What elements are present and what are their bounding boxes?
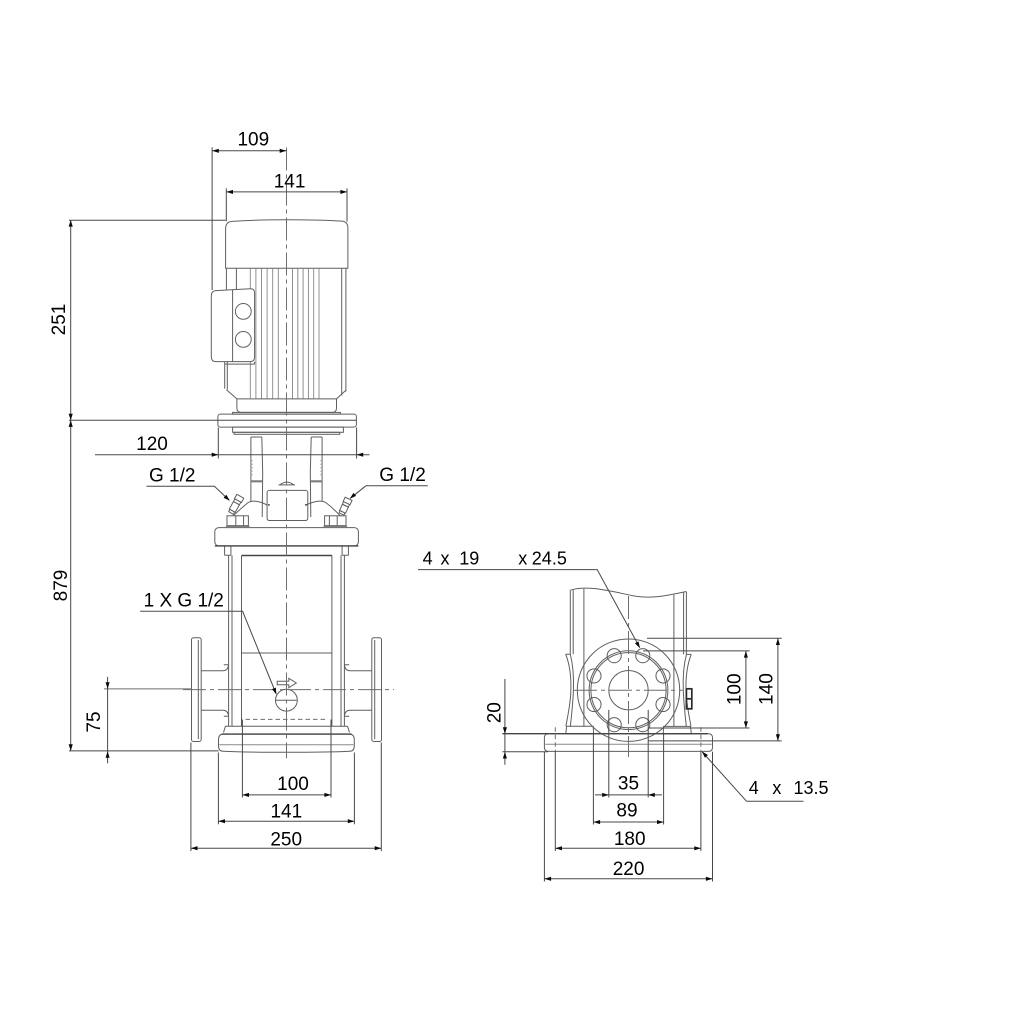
svg-text:4: 4 bbox=[749, 778, 759, 798]
svg-text:75: 75 bbox=[84, 711, 105, 732]
svg-text:x: x bbox=[772, 778, 781, 798]
svg-text:100: 100 bbox=[277, 774, 309, 795]
svg-text:250: 250 bbox=[270, 830, 302, 851]
svg-text:x: x bbox=[518, 548, 527, 568]
svg-text:141: 141 bbox=[270, 802, 302, 823]
svg-text:120: 120 bbox=[136, 434, 168, 455]
svg-text:13.5: 13.5 bbox=[794, 778, 829, 798]
svg-text:20: 20 bbox=[484, 702, 505, 723]
svg-text:220: 220 bbox=[613, 859, 645, 880]
svg-text:G 1/2: G 1/2 bbox=[379, 465, 425, 486]
svg-text:G 1/2: G 1/2 bbox=[149, 465, 195, 486]
svg-text:4: 4 bbox=[423, 548, 433, 568]
svg-text:100: 100 bbox=[724, 673, 745, 705]
svg-text:180: 180 bbox=[614, 829, 646, 850]
svg-text:140: 140 bbox=[757, 673, 778, 705]
svg-text:109: 109 bbox=[237, 130, 269, 151]
svg-text:879: 879 bbox=[51, 570, 72, 602]
svg-text:89: 89 bbox=[616, 800, 637, 821]
svg-text:141: 141 bbox=[274, 172, 306, 193]
svg-text:24.5: 24.5 bbox=[532, 548, 567, 568]
svg-text:1 X G 1/2: 1 X G 1/2 bbox=[144, 590, 224, 611]
svg-text:x: x bbox=[441, 548, 450, 568]
svg-text:35: 35 bbox=[618, 774, 639, 795]
svg-text:251: 251 bbox=[49, 304, 70, 336]
svg-text:19: 19 bbox=[459, 548, 479, 568]
